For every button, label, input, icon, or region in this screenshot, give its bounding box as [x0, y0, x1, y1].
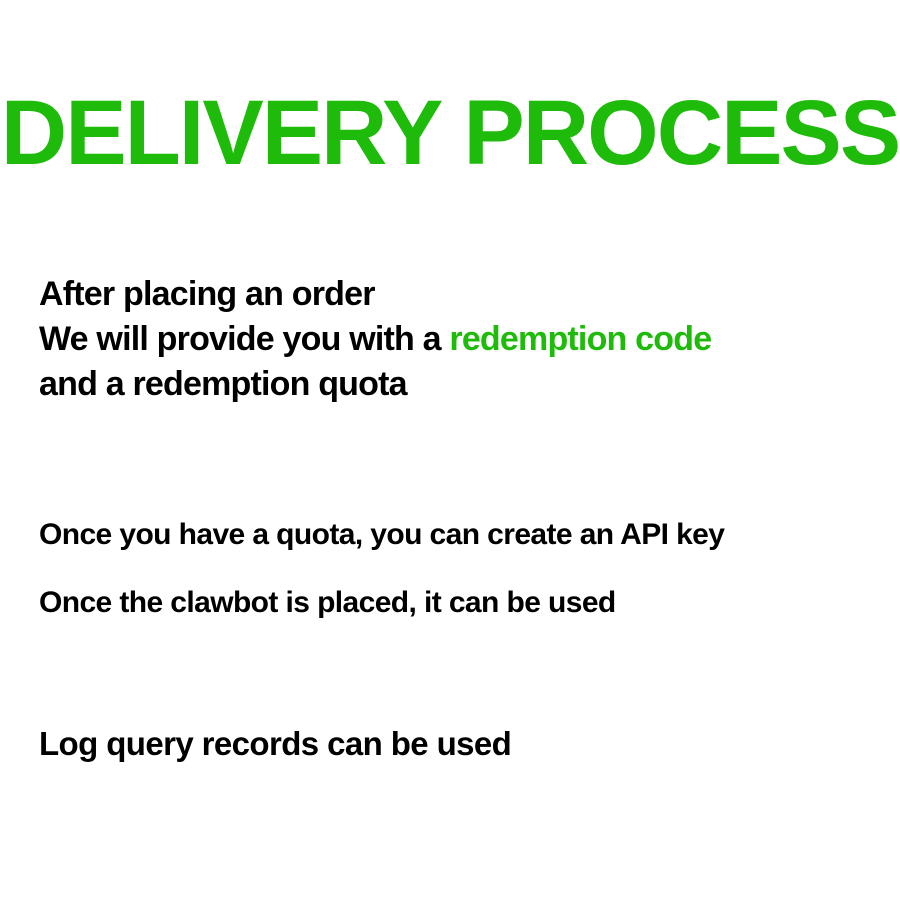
intro-paragraph: After placing an order We will provide y…	[39, 272, 712, 407]
intro-line-3: and a redemption quota	[39, 365, 408, 403]
page-title: DELIVERY PROCESS	[0, 82, 900, 184]
step-clawbot-placed: Once the clawbot is placed, it can be us…	[39, 586, 616, 619]
intro-line-2-prefix: We will provide you with a	[39, 320, 450, 358]
intro-line-1: After placing an order	[39, 275, 375, 313]
step-log-query-records: Log query records can be used	[39, 725, 512, 762]
intro-line-2: We will provide you with a redemption co…	[39, 317, 712, 362]
redemption-code-highlight: redemption code	[449, 320, 712, 358]
step-create-api-key: Once you have a quota, you can create an…	[39, 518, 725, 551]
